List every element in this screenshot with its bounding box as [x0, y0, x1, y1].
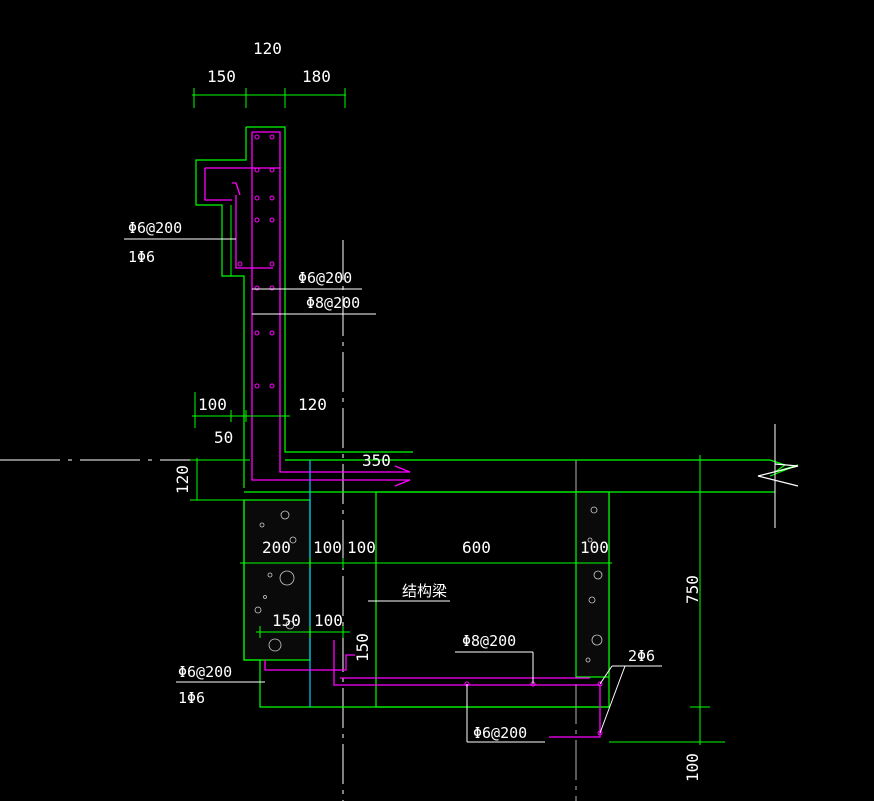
dim-top-total: 120: [253, 39, 282, 58]
dim-mid-50: 50: [214, 428, 233, 447]
dim-slab-120: 120: [173, 465, 192, 494]
concrete-hatch: [254, 506, 603, 663]
dim-slab-350: 350: [362, 451, 391, 470]
leader-lines: [124, 238, 662, 743]
note-upper-right-1: Φ6@200: [298, 269, 352, 287]
rebar-group: [204, 131, 601, 738]
dimension-lines: [190, 88, 725, 745]
dim-mid-120: 120: [298, 395, 327, 414]
note-upper-left-1: Φ6@200: [128, 219, 182, 237]
dim-top-left: 150: [207, 67, 236, 86]
note-upper-right-2: Φ8@200: [306, 294, 360, 312]
note-lower-left-1: Φ6@200: [178, 663, 232, 681]
note-lower-mid: Φ8@200: [462, 632, 516, 650]
dim-low-100: 100: [314, 611, 343, 630]
note-upper-left-2: 1Φ6: [128, 248, 155, 266]
dim-right-100: 100: [683, 753, 702, 782]
dim-right-750: 750: [683, 575, 702, 604]
dim-row-600: 600: [462, 538, 491, 557]
dim-row-200: 200: [262, 538, 291, 557]
dim-mid-100: 100: [198, 395, 227, 414]
dim-low-150: 150: [272, 611, 301, 630]
rebar-dots: [237, 134, 603, 736]
note-lower-right: 2Φ6: [628, 647, 655, 665]
note-beam-label: 结构梁: [402, 582, 447, 600]
dim-row-100c: 100: [580, 538, 609, 557]
dim-top-right: 180: [302, 67, 331, 86]
note-bottom-mid: Φ6@200: [473, 724, 527, 742]
parapet-outline-left: [195, 127, 247, 488]
dim-row-100a: 100: [313, 538, 342, 557]
right-column-hatched: [575, 491, 610, 678]
dim-row-100b: 100: [347, 538, 376, 557]
dim-low-150v: 150: [353, 633, 372, 662]
break-symbol: [757, 463, 799, 487]
note-lower-left-2: 1Φ6: [178, 689, 205, 707]
left-column-hatched: [243, 499, 311, 661]
